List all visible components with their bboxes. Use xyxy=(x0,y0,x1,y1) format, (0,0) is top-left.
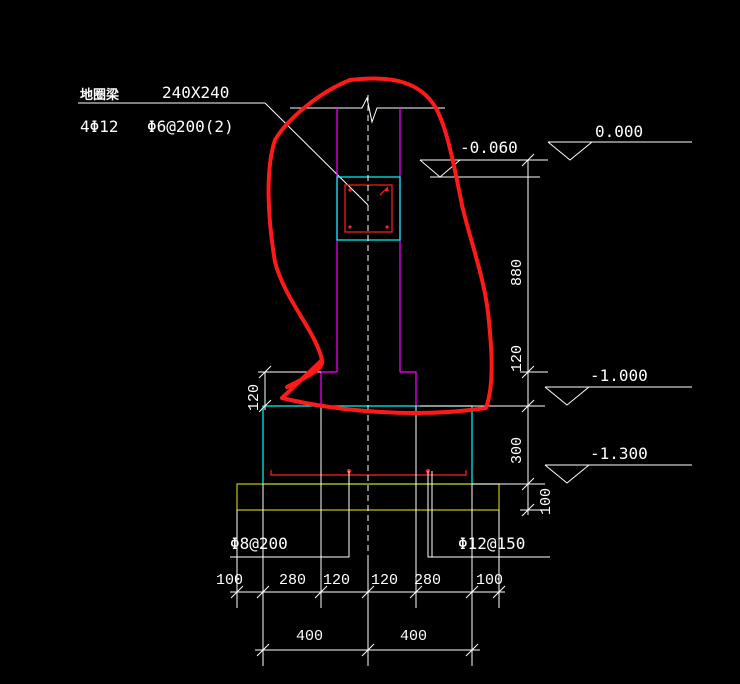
vdim-120: 120 xyxy=(509,345,526,372)
bottom-dim-100-left: 100 xyxy=(216,572,243,589)
bottom-dim-100-right: 100 xyxy=(476,572,503,589)
beam-label-group: 地圈梁 240X240 4Φ12 Φ6@200(2) xyxy=(78,83,369,206)
bottom-dim-400-left: 400 xyxy=(296,628,323,645)
ring-beam-section xyxy=(336,176,401,241)
bottom-dim-400-right: 400 xyxy=(400,628,427,645)
level-lines xyxy=(419,141,692,485)
elevation-minus-0-060: -0.060 xyxy=(460,138,518,157)
bottom-dim-120-right: 120 xyxy=(371,572,398,589)
vdim-300: 300 xyxy=(509,437,526,464)
beam-stirrup-label: Φ6@200(2) xyxy=(147,117,234,136)
beam-size-label: 240X240 xyxy=(162,83,229,102)
vertical-dimension-chain xyxy=(520,153,548,517)
elevation-minus-1-000: -1.000 xyxy=(590,366,648,385)
bottom-dimension-row1 xyxy=(230,406,506,666)
left-step-dim-label: 120 xyxy=(246,384,263,411)
beam-name-label: 地圈梁 xyxy=(80,87,120,103)
elevation-minus-1-300: -1.300 xyxy=(590,444,648,463)
beam-main-bar-label: 4Φ12 xyxy=(80,117,119,136)
bottom-dimension-row2 xyxy=(255,643,480,657)
rebar-label-bottom-right: Φ12@150 xyxy=(458,534,525,553)
bottom-dim-120-left: 120 xyxy=(323,572,350,589)
rebar-leaders xyxy=(230,471,550,558)
bottom-dim-280-left: 280 xyxy=(279,572,306,589)
vdim-100: 100 xyxy=(538,488,555,515)
bottom-dim-280-right: 280 xyxy=(414,572,441,589)
red-markup-outline xyxy=(266,76,494,415)
break-line xyxy=(290,96,445,124)
rebar-label-bottom-left: Φ8@200 xyxy=(230,534,288,553)
vdim-880: 880 xyxy=(509,259,526,286)
elevation-0-000: 0.000 xyxy=(595,122,643,141)
beam-leader-line xyxy=(264,102,369,206)
